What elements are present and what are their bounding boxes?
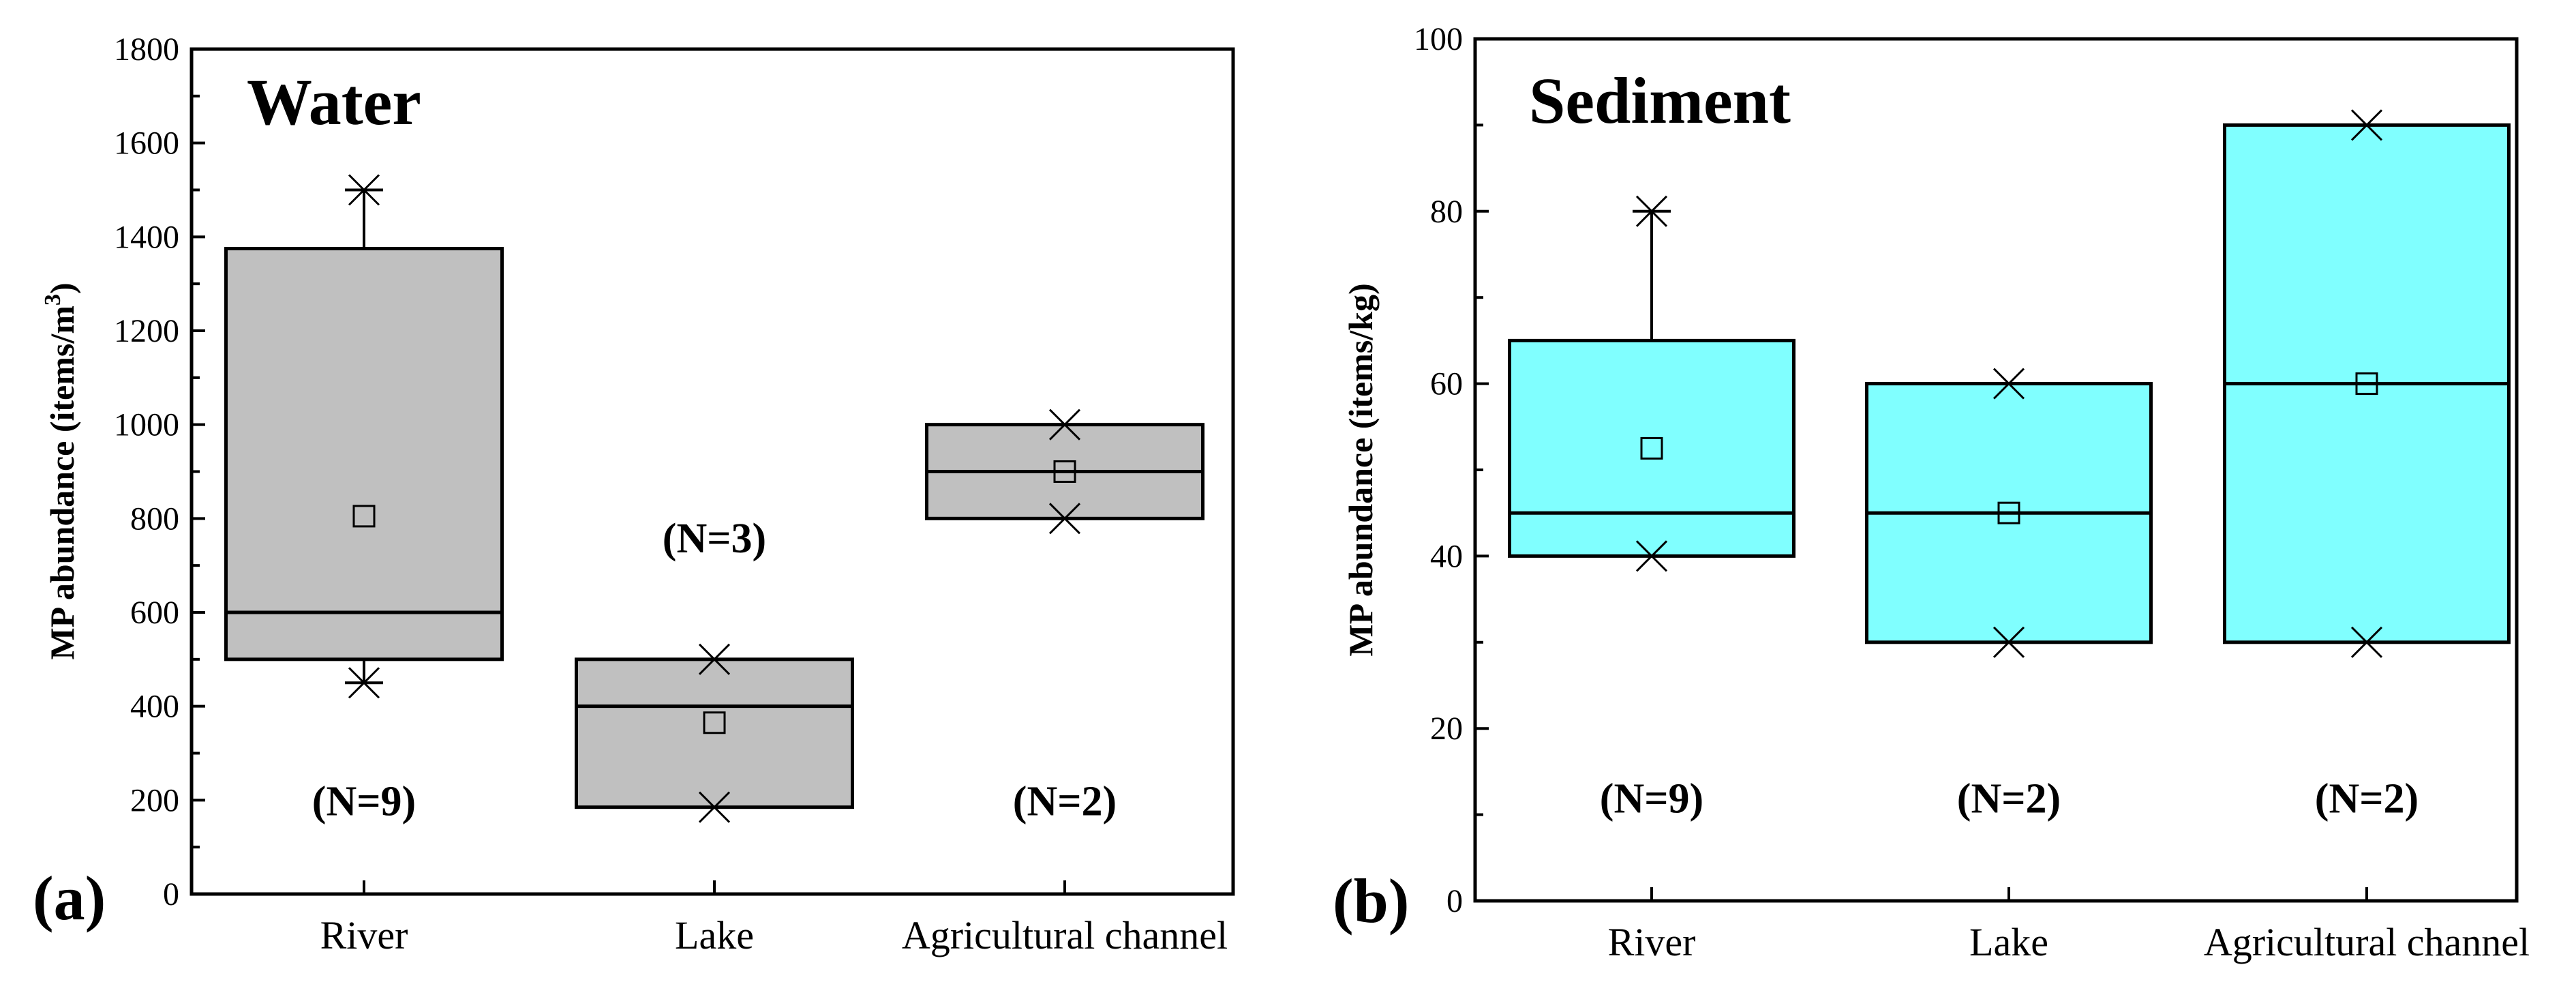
y-tick-label: 1000 — [114, 407, 179, 443]
panel-letter-a: (a) — [33, 863, 106, 933]
y-tick-label: 1200 — [114, 313, 179, 349]
max-marker — [1635, 195, 1668, 227]
sample-count-label: (N=3) — [663, 516, 766, 562]
box-river: (N=9) River — [224, 174, 504, 957]
min-marker — [1992, 626, 2025, 658]
sample-count-label: (N=2) — [1957, 775, 2061, 822]
y-tick-label: 20 — [1430, 711, 1463, 747]
max-marker — [698, 643, 731, 675]
y-tick-label: 0 — [1446, 883, 1463, 919]
box-river: (N=9) River — [1508, 195, 1795, 964]
y-axis-title-water: MP abundance (items/m3) — [40, 282, 81, 659]
y-tick-label: 80 — [1430, 194, 1463, 230]
y-tick-label: 100 — [1414, 21, 1463, 57]
y-tick-label: 400 — [130, 689, 179, 725]
panel-title-water: Water — [247, 65, 421, 138]
min-marker — [1635, 540, 1668, 572]
sample-count-label: (N=2) — [1013, 778, 1117, 824]
y-axis-ticks-water: 0 200 400 600 800 1000 1200 1400 1600 1800 — [114, 31, 205, 912]
y-axis-ticks-sediment: 0 20 40 60 80 100 — [1414, 21, 1489, 919]
x-category-label: River — [1608, 920, 1696, 964]
mean-marker — [703, 711, 726, 734]
x-category-label: Lake — [675, 913, 754, 957]
mean-marker — [352, 505, 376, 528]
y-axis-title-sediment: MP abundance (items/kg) — [1342, 283, 1380, 656]
max-marker — [1048, 408, 1081, 441]
min-marker — [698, 791, 731, 823]
mean-marker — [1640, 436, 1663, 460]
y-tick-label: 1600 — [114, 125, 179, 162]
y-tick-label: 800 — [130, 501, 179, 537]
min-marker — [1048, 503, 1081, 535]
mean-marker — [1053, 460, 1076, 483]
box-agricultural-channel: (N=2) Agricultural channel — [902, 408, 1228, 957]
mean-marker — [2355, 372, 2378, 396]
x-category-label: Lake — [1969, 920, 2048, 964]
y-tick-label: 1800 — [114, 31, 179, 68]
sample-count-label: (N=9) — [312, 778, 416, 824]
boxes-water: (N=9) River (N=3) Lake (N=2) Agricultural cha… — [224, 174, 1228, 957]
sample-count-label: (N=2) — [2315, 775, 2419, 822]
min-marker — [348, 667, 380, 699]
panel-sediment: 0 20 40 60 80 100 (N=9) River (N=2) Lake (N=2) Agr… — [1333, 21, 2530, 964]
x-category-label: Agricultural channel — [902, 913, 1228, 957]
y-tick-label: 600 — [130, 595, 179, 631]
max-marker — [348, 174, 380, 206]
x-category-label: River — [320, 913, 408, 957]
y-tick-label: 60 — [1430, 366, 1463, 402]
y-tick-label: 1400 — [114, 219, 179, 255]
box-lake: (N=3) Lake — [575, 516, 854, 957]
x-category-label: Agricultural channel — [2204, 920, 2530, 964]
mean-marker — [1997, 501, 2020, 524]
panel-title-sediment: Sediment — [1529, 64, 1791, 137]
panel-water: 0 200 400 600 800 1000 1200 1400 1600 1800 (N=9) R… — [33, 31, 1235, 957]
max-marker — [1992, 368, 2025, 400]
box-agricultural-channel: (N=2) Agricultural channel — [2204, 109, 2530, 964]
box-lake: (N=2) Lake — [1865, 368, 2153, 964]
panel-letter-b: (b) — [1333, 866, 1409, 936]
y-tick-label: 0 — [163, 876, 179, 912]
box-iqr — [1508, 338, 1795, 558]
box-iqr — [224, 247, 504, 661]
boxes-sediment: (N=9) River (N=2) Lake (N=2) Agricultural cha… — [1508, 109, 2530, 964]
y-tick-label: 40 — [1430, 538, 1463, 574]
min-marker — [2350, 626, 2383, 658]
sample-count-label: (N=9) — [1600, 775, 1703, 822]
y-tick-label: 200 — [130, 782, 179, 818]
max-marker — [2350, 109, 2383, 141]
